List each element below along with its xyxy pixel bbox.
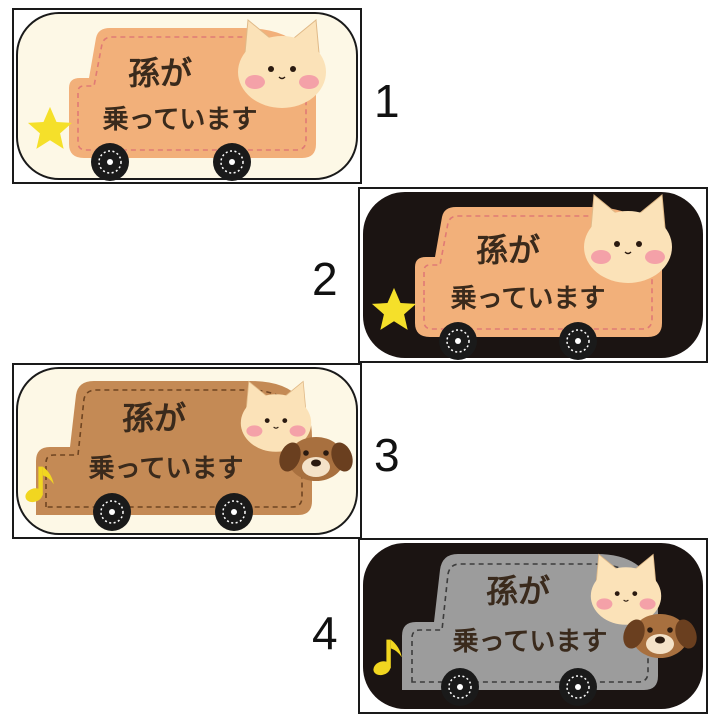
sticker-3: 孫が 乗っています <box>12 363 362 539</box>
sticker-2-art: 孫が 乗っています <box>363 192 703 361</box>
car-stitch <box>411 563 649 683</box>
sticker-line2: 乗っています <box>89 454 244 484</box>
wheel-icon <box>214 492 254 532</box>
sticker-number: 3 <box>374 429 400 481</box>
wheel-icon <box>92 492 132 532</box>
sticker-line1: 孫が <box>486 572 550 610</box>
sticker-1-art: 孫が 乗っています <box>16 12 358 182</box>
sticker-line1: 孫が <box>122 399 186 437</box>
sticker-number: 2 <box>312 253 338 305</box>
sticker-4: 孫が 乗っています <box>358 538 708 714</box>
car-stitch <box>45 389 303 508</box>
sticker-line1: 孫が <box>128 54 192 92</box>
wheel-icon <box>440 667 480 707</box>
sticker-line1: 孫が <box>476 231 540 269</box>
sticker-line2: 乗っています <box>103 105 258 135</box>
wheel-icon <box>212 142 252 182</box>
sticker-number: 4 <box>312 607 338 659</box>
sticker-number: 1 <box>374 75 400 127</box>
sticker-4-art: 孫が 乗っています <box>363 543 703 709</box>
wheel-icon <box>438 321 478 361</box>
wheel-icon <box>558 321 598 361</box>
sticker-line2: 乗っています <box>451 284 606 314</box>
sticker-1: 孫が 乗っています <box>12 8 362 184</box>
sticker-line2: 乗っています <box>453 627 608 657</box>
wheel-icon <box>90 142 130 182</box>
sticker-3-art: 孫が 乗っています <box>16 367 358 535</box>
sticker-2: 孫が 乗っています <box>358 187 708 363</box>
wheel-icon <box>558 667 598 707</box>
